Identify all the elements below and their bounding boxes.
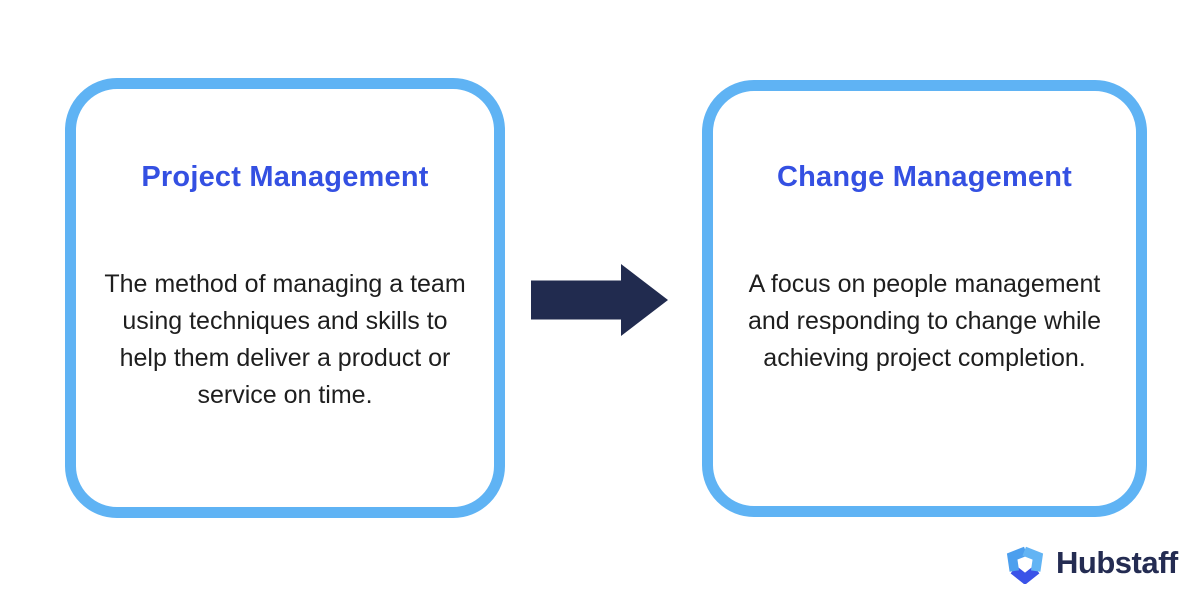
hubstaff-logo: Hubstaff — [1004, 542, 1178, 584]
hubstaff-logo-icon — [1006, 546, 1044, 584]
project-management-description: The method of managing a team using tech… — [104, 270, 466, 409]
project-management-title: Project Management — [141, 161, 429, 193]
right-arrow-icon — [531, 264, 668, 336]
hubstaff-wordmark: Hubstaff — [1056, 545, 1178, 580]
project-management-card: Project Management The method of managin… — [65, 78, 505, 518]
change-management-description: A focus on people management and respond… — [747, 270, 1102, 372]
change-management-card: Change Management A focus on people mana… — [702, 80, 1147, 517]
change-management-title: Change Management — [776, 161, 1073, 193]
